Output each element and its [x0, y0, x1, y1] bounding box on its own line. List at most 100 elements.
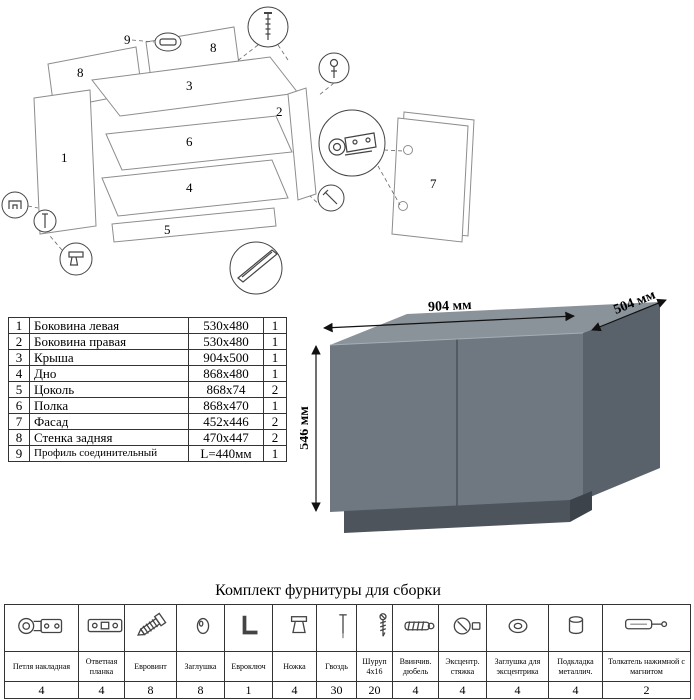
label-part-4: 4 — [186, 180, 193, 195]
part-name: Полка — [29, 397, 189, 414]
part-size: 452x446 — [188, 413, 264, 430]
part-number: 4 — [8, 365, 30, 382]
parts-row: 2 Боковина правая 530x480 1 — [8, 333, 287, 350]
part-name: Дно — [29, 365, 189, 382]
cam-lock-icon — [453, 616, 481, 635]
assembled-cabinet-render: 904 мм 504 мм 546 мм — [300, 288, 667, 533]
part-size: 530x480 — [188, 317, 264, 334]
hinge-cup — [328, 138, 346, 156]
cabinet-side-face — [583, 302, 660, 500]
hw-name: Ввинчив. дюбель — [392, 651, 439, 682]
screw-in-dowel-icon — [404, 620, 435, 631]
height-dimension-label: 546 мм — [300, 406, 312, 450]
part-number: 8 — [8, 429, 30, 446]
part-name: Профиль соединительный — [29, 445, 189, 462]
part-name: Фасад — [29, 413, 189, 430]
part-name: Крыша — [29, 349, 189, 366]
label-part-6: 6 — [186, 134, 193, 149]
part-name: Боковина правая — [29, 333, 189, 350]
bottom-panel — [101, 159, 289, 217]
hardware-kit-title: Комплект фурнитуры для сборки — [215, 582, 441, 599]
cap-icon — [196, 617, 210, 634]
part-qty: 1 — [263, 317, 287, 334]
hw-qty: 4 — [548, 681, 603, 699]
hw-qty: 4 — [78, 681, 125, 699]
metal-pad-icon — [568, 615, 583, 634]
connector-clip — [159, 38, 177, 46]
exploded-view-diagram: 9 8 8 3 1 2 6 4 5 7 — [1, 6, 475, 295]
hw-qty: 4 — [438, 681, 487, 699]
hw-qty: 4 — [4, 681, 79, 699]
hw-qty: 4 — [272, 681, 317, 699]
part-name: Боковина левая — [29, 317, 189, 334]
left-side-panel — [33, 89, 97, 235]
part-qty: 1 — [263, 333, 287, 350]
hw-qty: 1 — [224, 681, 273, 699]
part-size: L=440мм — [188, 445, 264, 462]
part-number: 6 — [8, 397, 30, 414]
screw-icon — [379, 612, 387, 637]
strike-plate-icon — [87, 618, 123, 632]
hw-icon-cell — [78, 604, 125, 652]
nail-icon — [339, 613, 347, 638]
part-name: Стенка задняя — [29, 429, 189, 446]
hw-icon-cell — [176, 604, 225, 652]
hardware-icons-row — [4, 604, 691, 652]
callout-contents — [8, 12, 377, 283]
hw-icon-cell — [316, 604, 357, 652]
plinth-panel — [111, 207, 277, 243]
hw-qty: 30 — [316, 681, 357, 699]
parts-row: 5 Цоколь 868x74 2 — [8, 381, 287, 398]
hinge-hole-top — [403, 145, 413, 155]
hw-qty: 4 — [486, 681, 549, 699]
width-dimension-label: 904 мм — [428, 298, 473, 315]
hw-icon-cell — [4, 604, 79, 652]
parts-row: 8 Стенка задняя 470x447 2 — [8, 429, 287, 446]
part-qty: 1 — [263, 397, 287, 414]
label-part-3: 3 — [186, 78, 193, 93]
hw-name: Заглушка для эксцентрика — [486, 651, 549, 682]
connecting-profile-bar — [237, 249, 278, 283]
shelf-panel — [105, 115, 293, 171]
hw-icon-cell — [356, 604, 393, 652]
part-number: 5 — [8, 381, 30, 398]
hw-name: Заглушка — [176, 651, 225, 682]
part-qty: 2 — [263, 429, 287, 446]
hw-icon-cell — [438, 604, 487, 652]
label-part-5: 5 — [164, 222, 171, 237]
part-name: Цоколь — [29, 381, 189, 398]
callout-connector-circle — [154, 32, 182, 52]
hw-name: Шуруп 4x16 — [356, 651, 393, 682]
hw-icon-cell — [548, 604, 603, 652]
confirmat-screw-icon — [137, 612, 167, 636]
part-qty: 1 — [263, 365, 287, 382]
hw-qty: 2 — [602, 681, 691, 699]
part-size: 868x470 — [188, 397, 264, 414]
label-part-9: 9 — [124, 32, 131, 47]
hw-name: Ответная планка — [78, 651, 125, 682]
parts-row: 1 Боковина левая 530x480 1 — [8, 317, 287, 334]
part-size: 868x74 — [188, 381, 264, 398]
hw-icon-cell — [224, 604, 273, 652]
hw-icon-cell — [272, 604, 317, 652]
label-part-7: 7 — [430, 176, 437, 191]
part-size: 904x500 — [188, 349, 264, 366]
hw-icon-cell — [392, 604, 439, 652]
plinth-side-face — [570, 491, 592, 522]
label-part-2: 2 — [276, 104, 283, 119]
part-number: 2 — [8, 333, 30, 350]
panels — [33, 26, 475, 243]
parts-row: 6 Полка 868x470 1 — [8, 397, 287, 414]
parts-row: 3 Крыша 904x500 1 — [8, 349, 287, 366]
top-front-edge — [329, 332, 584, 346]
hw-name: Петля накладная — [4, 651, 79, 682]
profile-cross-section — [8, 200, 22, 209]
hw-qty: 20 — [356, 681, 393, 699]
hw-qty: 8 — [176, 681, 225, 699]
hardware-qty-row: 4 4 8 8 1 4 30 20 4 4 4 4 2 — [4, 681, 691, 699]
hw-name: Подкладка металлич. — [548, 651, 603, 682]
part-size: 868x480 — [188, 365, 264, 382]
hinge-hole-bottom — [398, 201, 408, 211]
depth-arrow — [591, 298, 667, 332]
hw-qty: 8 — [124, 681, 177, 699]
